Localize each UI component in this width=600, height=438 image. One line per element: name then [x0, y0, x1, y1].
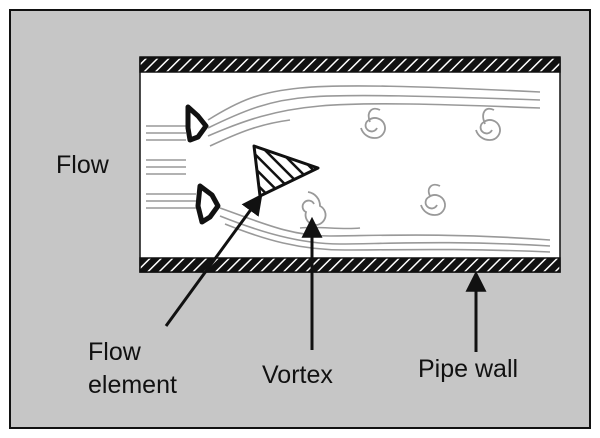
vortices — [301, 107, 501, 226]
pipe-bottom-wall — [139, 257, 561, 273]
flow-element-bluff-body — [252, 144, 320, 198]
leader-arrows — [164, 193, 487, 352]
upper-streamlines — [207, 85, 541, 147]
flow-element-label-line1: Flow — [88, 338, 142, 366]
incoming-flow-lines — [146, 125, 196, 209]
pipe-top-wall — [139, 57, 561, 73]
vortex-label: Vortex — [262, 361, 333, 389]
flow-arrow-icons — [185, 104, 221, 225]
flow-label: Flow — [56, 151, 110, 179]
flow-element-label-line2: element — [88, 371, 177, 399]
flow-element-arrow — [164, 193, 263, 327]
upper-flow-arrow-icon — [185, 104, 209, 143]
swirl-icon — [360, 107, 386, 139]
swirl-icon — [475, 107, 501, 141]
lower-streamlines — [219, 207, 551, 253]
pipe-wall-label: Pipe wall — [418, 355, 518, 383]
swirl-icon — [420, 183, 446, 216]
lower-flow-arrow-icon — [195, 183, 221, 225]
